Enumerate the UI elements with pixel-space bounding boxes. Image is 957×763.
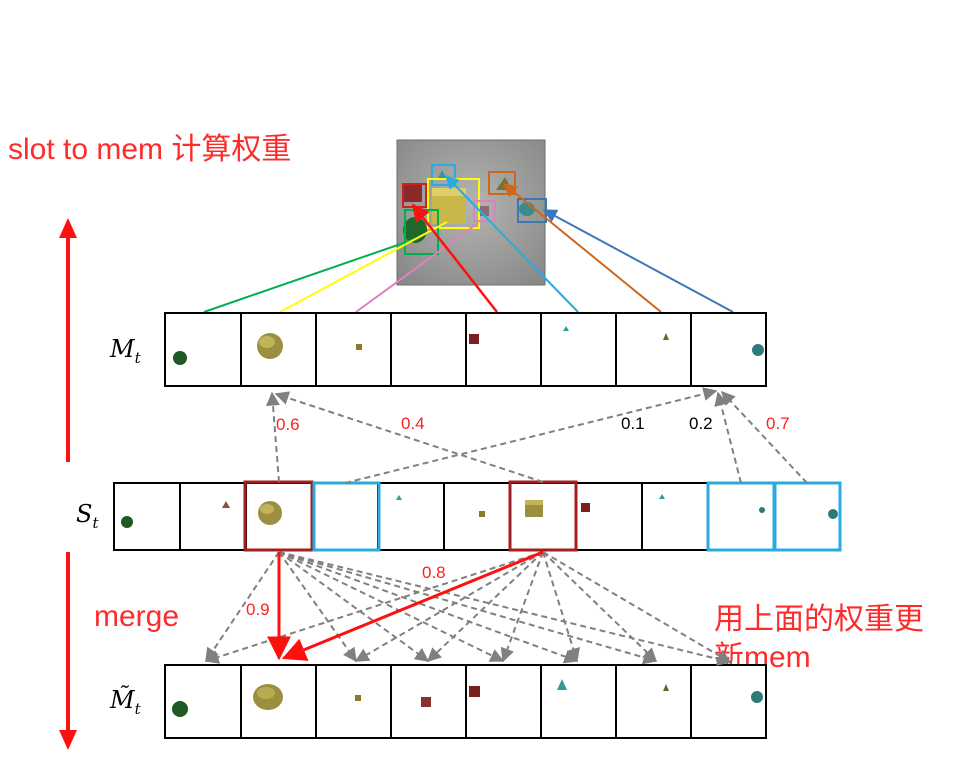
memory-to-scene-links — [203, 174, 734, 313]
slot-row — [113, 480, 842, 552]
merged-teal-sphere — [751, 691, 763, 703]
slot-to-memory-arrows — [266, 387, 808, 484]
slot-teal-sphere-small — [759, 507, 765, 513]
link-orange — [502, 183, 662, 313]
scene-red-cube — [404, 185, 422, 202]
slot-to-merged-arrows — [204, 551, 732, 666]
slot-row-label: St — [76, 500, 98, 532]
bbox-orange — [488, 171, 516, 195]
slot-cyan-cone-2 — [659, 494, 665, 499]
merge-arrow-0-8 — [281, 550, 544, 661]
mem-teal-sphere — [752, 344, 764, 356]
scene-cyan-cone — [437, 170, 447, 180]
vertical-double-arrow — [59, 218, 77, 750]
memory-row-label-sub: t — [134, 348, 141, 367]
slot-green-sphere — [121, 516, 133, 528]
slot-red-cone — [222, 501, 230, 508]
merged-row-label: M̃t — [110, 686, 141, 718]
merged-yellow-cube-small — [355, 695, 361, 701]
memory-row-label: Mt — [110, 335, 141, 367]
slot-teal-sphere — [828, 509, 838, 519]
link-yellow — [279, 221, 448, 313]
link-cyan — [445, 174, 579, 313]
slot-red-cube — [581, 503, 590, 512]
merged-green-sphere — [172, 701, 188, 717]
merged-yellow-cone — [663, 684, 669, 691]
weight-label-0-7: 0.7 — [766, 414, 790, 433]
mem-cyan-cone — [563, 326, 569, 331]
update-note-line1: 用上面的权重更 — [714, 603, 924, 636]
merged-row — [164, 664, 767, 739]
diagram-title: slot to mem 计算权重 — [8, 133, 292, 166]
merged-row-label-sub: t — [134, 699, 141, 718]
mem-yellow-cube-small — [356, 344, 362, 350]
link-pink — [355, 222, 479, 313]
mem-yellow-cone — [663, 333, 669, 340]
merge-red-arrows — [267, 550, 544, 661]
weight-label-0-8: 0.8 — [422, 563, 446, 582]
slot-row-label-sub: t — [92, 513, 99, 532]
merged-red-cube-2 — [469, 686, 480, 697]
arrow-up-icon — [59, 218, 77, 238]
weight-label-0-4: 0.4 — [401, 414, 425, 433]
memory-row-label-main: M — [110, 335, 135, 363]
weight-label-0-1: 0.1 — [621, 414, 645, 433]
bbox-pink — [473, 200, 496, 222]
weight-label-0-9: 0.9 — [246, 600, 270, 619]
weight-label-0-6: 0.6 — [276, 415, 300, 434]
slot-highlight-cyan-3 — [773, 481, 842, 552]
scene-teal-sphere — [519, 202, 535, 216]
link-red — [411, 203, 498, 313]
mem-red-cube — [469, 334, 479, 344]
memory-row — [164, 312, 767, 387]
arrow-down-icon — [59, 730, 77, 750]
slot-row-label-main: S — [76, 500, 93, 528]
merged-red-cube-1 — [421, 697, 431, 707]
slot-cyan-cone — [396, 495, 402, 500]
link-green — [203, 237, 419, 313]
weight-label-0-2: 0.2 — [689, 414, 713, 433]
merged-row-label-main: M̃ — [110, 686, 135, 714]
merged-cyan-cone — [557, 679, 567, 690]
link-blue — [542, 209, 734, 313]
slot-yellow-cube-small — [479, 511, 485, 517]
mem-green-sphere — [173, 351, 187, 365]
merge-label: merge — [94, 600, 180, 633]
